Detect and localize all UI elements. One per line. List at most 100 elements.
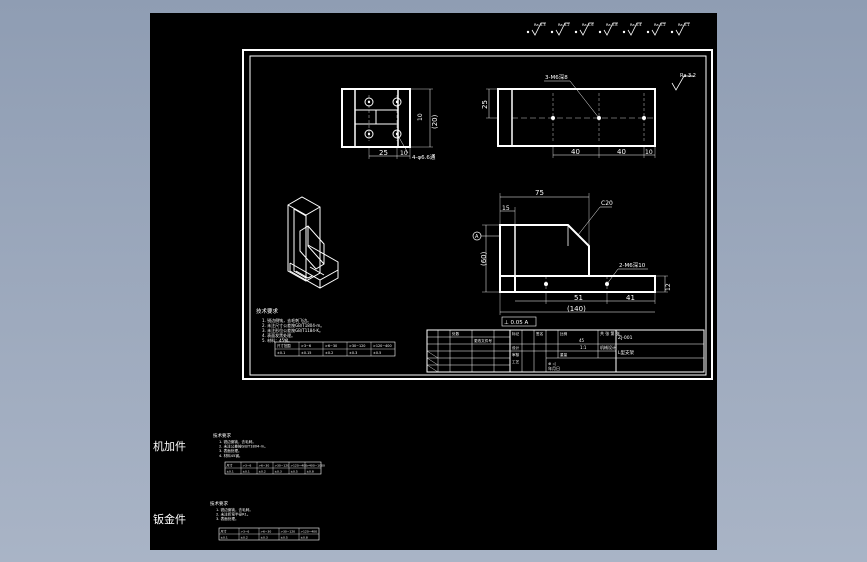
tol-table-cell: ±0.15 (301, 351, 311, 355)
tol-table-header: >6~30 (325, 344, 337, 348)
outside-table-header: >120~400 (291, 464, 308, 468)
tb-row-label: 设计 (512, 345, 520, 350)
roughness-symbol: Ra 0.4 (622, 22, 642, 36)
top-hole-note: 4-φ6.6通 (412, 153, 436, 161)
tb-material: 45 (579, 338, 585, 343)
outside-table-cell: ±0.3 (261, 536, 268, 540)
outside-table-header: >30~120 (281, 530, 296, 534)
roughness-symbol-label: Ra 6.3 (534, 23, 545, 27)
tech-note-line: 4. 表面发黑处理。 (262, 332, 295, 338)
outside-table-cell: ±0.3 (275, 470, 282, 474)
top-view: (20) 10 25 10 4-φ6.6通 (341, 88, 439, 161)
top-dim-width-right: 10 (400, 150, 408, 157)
tol-table-header: 尺寸范围 (277, 343, 291, 348)
outside-note-line: 3. 表面处理。 (216, 516, 239, 521)
isometric-view (287, 196, 339, 289)
tech-notes-title: 技术要求 (256, 307, 279, 315)
roughness-symbol: Ra 0.1 (670, 22, 690, 36)
inner-frame (249, 55, 707, 376)
tol-table-header: >3~6 (301, 344, 311, 348)
side-hole-note: 3-M6深8 (545, 73, 568, 81)
roughness-symbol: Ra 0.2 (646, 22, 666, 36)
base-hole-1 (544, 282, 548, 286)
outside-table-cell: ±0.1 (227, 470, 234, 474)
tb-field: 签名 (536, 331, 544, 336)
outside-table-cell: ±0.5 (281, 536, 288, 540)
outside-note-line: 1. 锐边倒钝，去毛刺。 (219, 439, 256, 444)
tb-company: 机械设计 (600, 344, 616, 350)
tb-part-name: L型支架 (618, 349, 635, 356)
top-dim-width-left: 25 (379, 149, 388, 157)
front-dim-thickness: 12 (665, 283, 672, 291)
tech-note-line: 1. 锐边倒钝，去毛刺飞边。 (262, 317, 311, 323)
front-dim-total: (140) (567, 305, 586, 313)
front-view-outline-upright (499, 224, 590, 293)
tb-row-label: 标记 (512, 331, 520, 336)
outside-note-line: 3. 表面处理。 (219, 448, 242, 453)
tech-note-line: 3. 未注形位公差按GB/T1184-K。 (262, 327, 323, 333)
outside-table-header: >120~400 (301, 530, 318, 534)
side-view: 3-M6深8 25 40 40 10 (481, 73, 656, 158)
outside-table-cell: ±0.1 (221, 536, 228, 540)
roughness-symbol: Ra 6.3 (526, 22, 546, 36)
outside-table-cell: ±0.8 (301, 536, 308, 540)
tech-note-line: 2. 未注尺寸公差按GB/T1804-m。 (262, 322, 324, 328)
side-dim-spacing-1: 40 (571, 148, 580, 156)
roughness-symbol-label: Ra 1.6 (582, 23, 594, 27)
outside-note-line: 2. 未注折弯半径R1。 (216, 512, 251, 517)
front-dim-height: (60) (480, 251, 488, 266)
outside-table-header: 尺寸 (227, 463, 233, 468)
tol-table-header: >30~120 (349, 344, 365, 348)
outside-note-line: 1. 锐边倒钝，去毛刺。 (216, 507, 253, 512)
tb-sheet-label: 共 张 第 张 (600, 330, 620, 336)
drawing-sheet: Ra 6.3 Ra 3.2 Ra 1.6 Ra 0.8 Ra 0.4 Ra 0.2 Ra 0… (150, 13, 717, 550)
roughness-symbol-label: Ra 0.4 (630, 23, 642, 27)
roughness-symbol-label: Ra 0.1 (678, 23, 689, 27)
top-dim-height-small: 10 (417, 113, 424, 121)
tb-row-label: 工艺 (512, 359, 520, 364)
roughness-symbols: Ra 6.3 Ra 3.2 Ra 1.6 Ra 0.8 Ra 0.4 Ra 0.2 Ra 0… (526, 22, 690, 36)
side-view-outline (497, 88, 656, 147)
corner-roughness-label: Ra 3.2 (680, 73, 696, 79)
roughness-symbol: Ra 3.2 (550, 22, 570, 36)
outside-table-cell: ±0.5 (291, 470, 298, 474)
datum-a: A (475, 234, 479, 240)
tb-field: 处数 (452, 331, 460, 336)
outside-notes-title: 技术要求 (213, 432, 231, 439)
outside-table-header: 尺寸 (221, 529, 227, 534)
outside-block-label: 机加件 (153, 439, 186, 453)
cad-drawing: Ra 6.3 Ra 3.2 Ra 1.6 Ra 0.8 Ra 0.4 Ra 0.2 Ra 0… (153, 22, 713, 541)
tb-field: 更改文件号 (474, 338, 492, 343)
roughness-symbol-label: Ra 0.2 (654, 23, 665, 27)
outside-table-header: >400~1000 (307, 464, 325, 468)
tb-scale-label: 比例 (560, 331, 568, 336)
front-dim-top: 75 (535, 189, 544, 197)
outside-notes-title: 技术要求 (210, 500, 228, 507)
side-dim-end: 10 (645, 149, 653, 156)
outside-table-cell: ±0.2 (259, 470, 266, 474)
outside-table-header: >3~6 (241, 530, 250, 534)
thread-hole-3 (642, 116, 646, 120)
side-dim-height: 25 (481, 100, 489, 109)
front-view: 75 15 C20 (60) A 2-M6深10 51 41 (140) 12 … (472, 189, 672, 327)
outside-table-header: >30~120 (275, 464, 290, 468)
corner-roughness: Ra 3.2 (671, 73, 696, 91)
outside-table-cell: ±0.8 (307, 470, 314, 474)
outer-frame (242, 49, 713, 380)
title-block (426, 329, 705, 373)
tol-table-header: >120~400 (373, 344, 392, 348)
outside-table-cell: ±0.1 (243, 470, 250, 474)
side-dim-spacing-2: 40 (617, 148, 626, 156)
tb-field: 年月日 (548, 365, 560, 371)
roughness-symbol-label: Ra 3.2 (558, 23, 569, 27)
outside-table-header: >6~30 (261, 530, 272, 534)
thread-hole-1 (551, 116, 555, 120)
roughness-symbol-label: Ra 0.8 (606, 23, 618, 27)
front-dim-spacing-1: 51 (574, 294, 583, 302)
outside-block-label: 钣金件 (153, 512, 186, 526)
tolerance-frame-text: ⊥ 0.05 A (504, 320, 529, 326)
outside-note-line: 4. 材料45钢。 (219, 453, 243, 458)
roughness-symbol: Ra 1.6 (574, 22, 594, 36)
